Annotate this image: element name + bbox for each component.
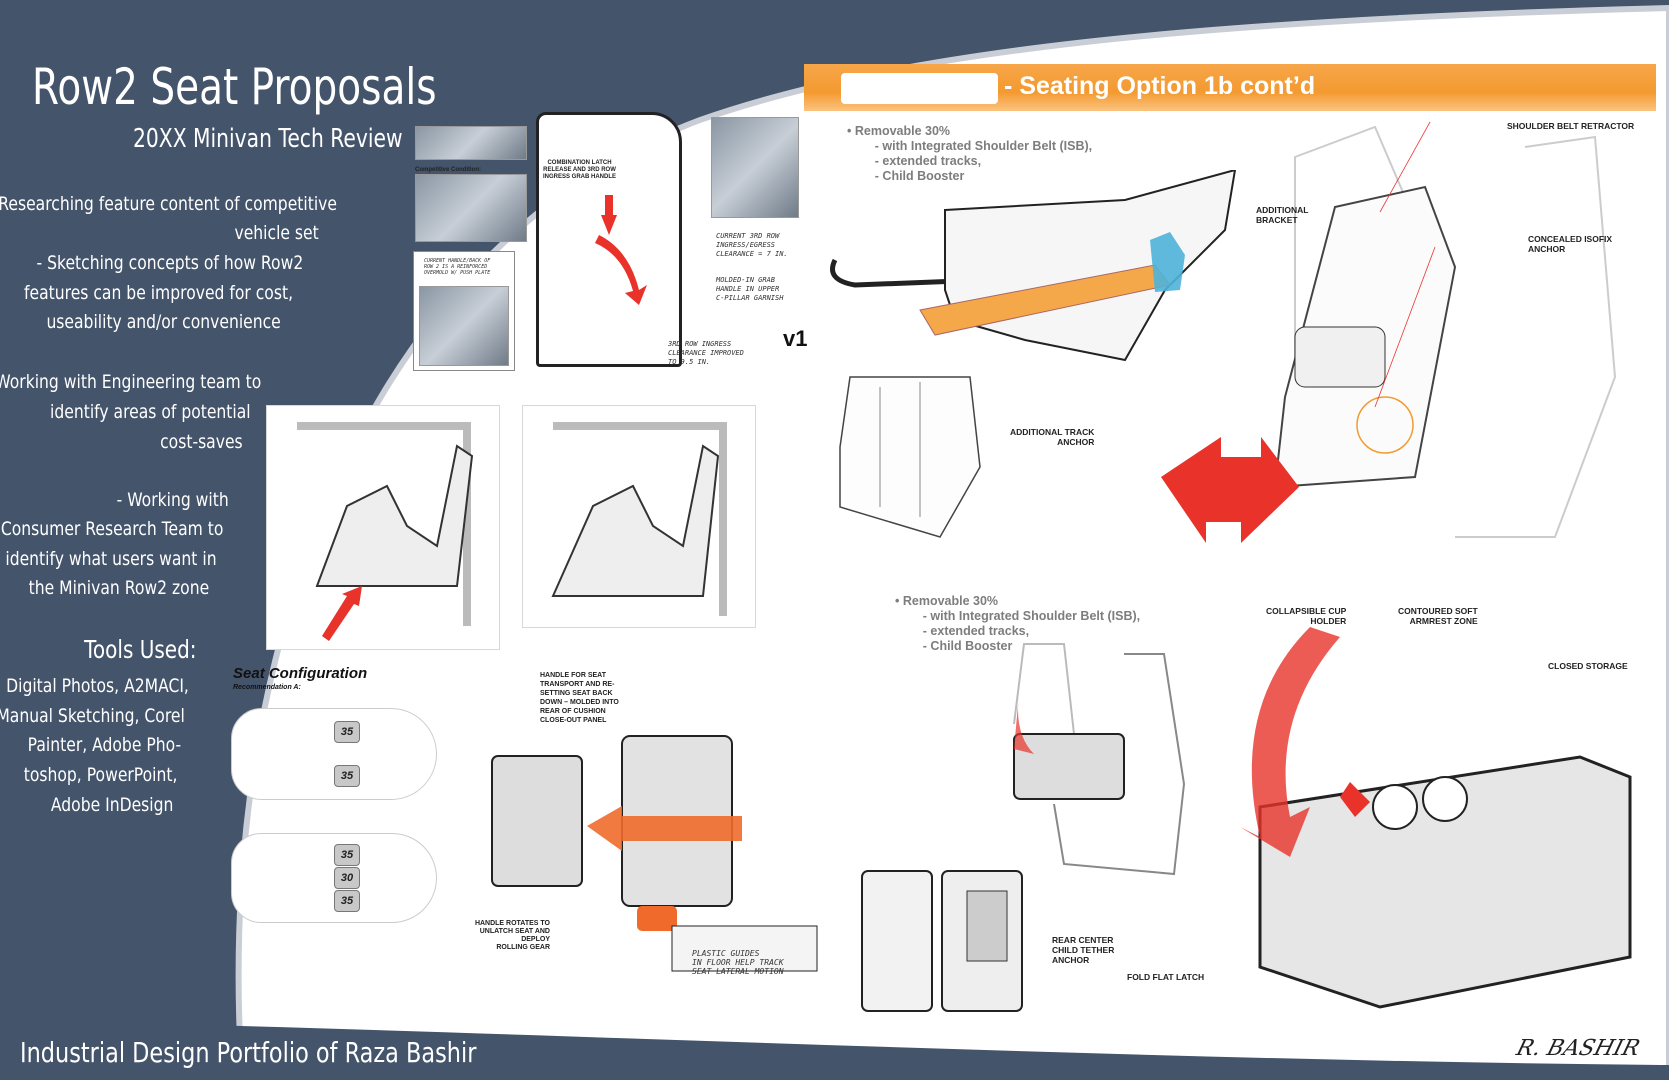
bullet-line: - Working with [116, 489, 229, 511]
handle-sketch: HANDLE FOR SEAT TRANSPORT AND RE- SETTIN… [472, 666, 820, 976]
handwritten-note: CURRENT 3RD ROW INGRESS/EGRESS CLEARANCE… [716, 232, 788, 258]
option-bullets: • Removable 30% - with Integrated Should… [847, 124, 1093, 183]
red-arrow-icon [595, 195, 647, 305]
bullet-line: - Working with Engineering team to [0, 371, 261, 393]
seat-35: 35 [334, 890, 360, 912]
seat-config-subtitle: Recommendation A: [233, 684, 301, 691]
tools-line: Painter, Adobe Pho- [27, 734, 181, 756]
page-title: Row2 Seat Proposals [32, 58, 437, 116]
latch-sketch: COMBINATION LATCH RELEASE AND 3RD ROW IN… [536, 112, 682, 367]
handwritten-note: CURRENT HANDLE/BACK OF ROW 2 IS A REINFO… [424, 258, 491, 276]
shoulder-belt-label: SHOULDER BELT RETRACTOR [1507, 121, 1635, 131]
tools-line: Manual Sketching, Corel [0, 705, 185, 727]
bullet-line: Consumer Research Team to [0, 518, 223, 540]
tools-line: Digital Photos, A2MACI, [6, 675, 189, 697]
rotates-label: HANDLE ROTATES TO UNLATCH SEAT AND DEPLO… [474, 920, 550, 951]
track-anchor-label: ADDITIONAL TRACK ANCHOR [1010, 427, 1095, 447]
seat-35: 35 [334, 721, 360, 743]
red-double-arrow-icon [1161, 437, 1299, 543]
seat-35: 35 [334, 844, 360, 866]
car-layout-b: 35 30 35 [231, 833, 437, 923]
latch-label: COMBINATION LATCH RELEASE AND 3RD ROW IN… [543, 160, 617, 180]
seat-30: 30 [334, 867, 360, 889]
interior-photo [711, 117, 799, 218]
seat-fold-sketch [266, 405, 500, 650]
competitor-photo [415, 126, 527, 160]
option-bullets: • Removable 30% - with Integrated Should… [895, 594, 1141, 653]
handwritten-note: 3RD ROW INGRESS CLEARANCE IMPROVED TO 9.… [668, 340, 744, 366]
isofix-label: CONCEALED ISOFIX ANCHOR [1528, 234, 1613, 254]
seat-with-booster-sketch [1235, 117, 1640, 564]
tools-line: Adobe InDesign [50, 794, 173, 816]
track-mechanism-sketch [825, 168, 1241, 383]
console-seat-sketch [974, 634, 1214, 900]
banner-title: - Seating Option 1b cont’d [1004, 72, 1316, 100]
red-arrow-icon [322, 586, 362, 641]
closed-storage-label: CLOSED STORAGE [1548, 661, 1628, 671]
seat-photo [419, 286, 509, 366]
bullet-line: - Sketching concepts of how Row2 [36, 252, 303, 274]
portfolio-footer: Industrial Design Portfolio of Raza Bash… [20, 1036, 477, 1069]
bullet-line: identify what users want in [5, 548, 217, 570]
version-label: v1 [783, 326, 808, 351]
handle-label: HANDLE FOR SEAT TRANSPORT AND RE- SETTIN… [540, 672, 619, 724]
guides-label: PLASTIC GUIDES IN FLOOR HELP TRACK SEAT … [692, 949, 784, 976]
redacted-label [841, 73, 998, 104]
bullet-line: features can be improved for cost, [24, 282, 293, 304]
bracket-label: ADDITIONAL BRACKET [1256, 205, 1309, 225]
cup-holder-label: COLLAPSIBLE CUP HOLDER [1266, 606, 1347, 626]
car-layout-a: 35 35 [231, 708, 437, 800]
bullet-line: - Researching feature content of competi… [0, 193, 337, 215]
section-banner: - Seating Option 1b cont’d [804, 64, 1656, 111]
page-subtitle: 20XX Minivan Tech Review [133, 124, 403, 154]
bullet-line: useability and/or convenience [46, 311, 281, 333]
seat-fold-sketch [522, 405, 756, 628]
seat-config-title: Seat Configuration [233, 665, 368, 682]
handle-photo-card: CURRENT HANDLE/BACK OF ROW 2 IS A REINFO… [413, 251, 515, 371]
bullet-line: vehicle set [234, 222, 319, 244]
competitive-label: Competitive Condition: [415, 167, 481, 173]
tether-label: REAR CENTER CHILD TETHER ANCHOR [1052, 935, 1115, 965]
console-closeup-sketch [1230, 607, 1640, 1022]
tools-heading: Tools Used: [84, 635, 197, 664]
bullet-line: identify areas of potential [50, 401, 251, 423]
bullet-line: cost-saves [160, 431, 243, 453]
fold-flat-latch-label: FOLD FLAT LATCH [1127, 972, 1205, 982]
orange-arrow-icon [587, 806, 742, 851]
tools-line: toshop, PowerPoint, [23, 764, 177, 786]
bench-seat-sketch [820, 367, 996, 559]
bullet-line: the Minivan Row2 zone [28, 577, 209, 599]
rear-seats-sketch [857, 831, 1028, 1017]
handwritten-note: MOLDED-IN GRAB HANDLE IN UPPER C-PILLAR … [716, 276, 784, 302]
signature: R. BASHIR [1513, 1036, 1643, 1061]
seat-35: 35 [334, 765, 360, 787]
armrest-label: CONTOURED SOFT ARMREST ZONE [1398, 606, 1478, 626]
competitor-photo [415, 174, 527, 242]
